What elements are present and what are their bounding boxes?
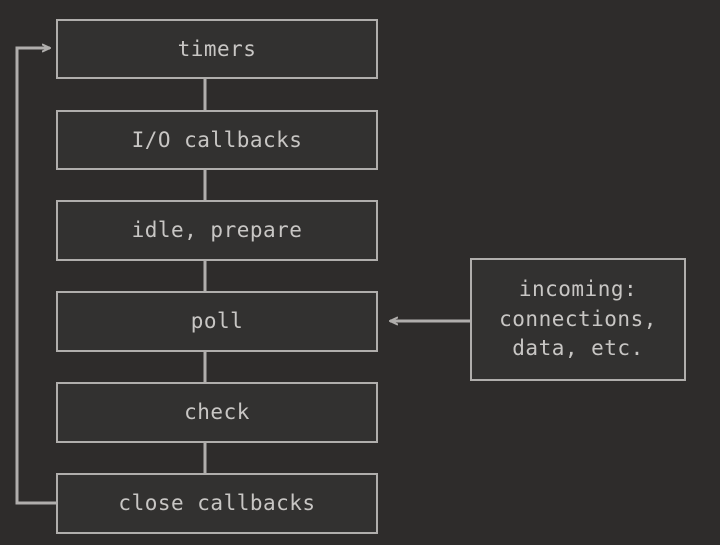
incoming-line-2: connections,: [499, 306, 657, 331]
phase-label-io-callbacks: I/O callbacks: [131, 127, 303, 152]
phase-box-check: check: [56, 382, 378, 443]
phase-box-timers: timers: [56, 19, 378, 79]
incoming-line-3: data, etc.: [512, 336, 644, 361]
phase-label-idle-prepare: idle, prepare: [131, 218, 303, 243]
edge-loop-back-to-timers: [15, 48, 56, 505]
phase-label-timers: timers: [177, 36, 257, 61]
incoming-line-1: incoming:: [518, 276, 638, 301]
incoming-box: incoming: connections, data, etc.: [470, 258, 686, 381]
phase-box-idle-prepare: idle, prepare: [56, 200, 378, 261]
phase-label-close-callbacks: close callbacks: [118, 491, 316, 516]
phase-box-close-callbacks: close callbacks: [56, 473, 378, 534]
phase-label-poll: poll: [190, 309, 244, 334]
phase-label-check: check: [184, 400, 250, 425]
phase-box-io-callbacks: I/O callbacks: [56, 110, 378, 170]
phase-box-poll: poll: [56, 291, 378, 352]
